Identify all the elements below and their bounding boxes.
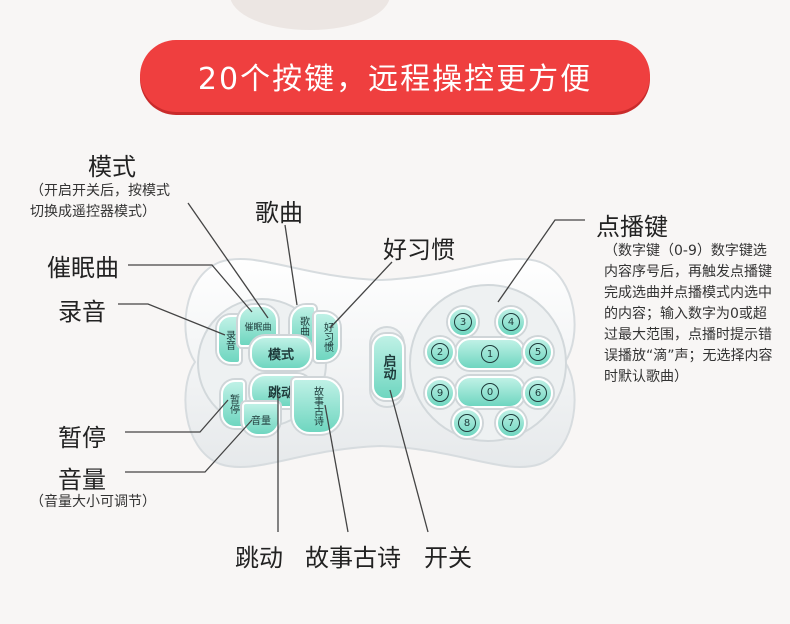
- label-volume-note: （音量大小可调节）: [30, 494, 156, 510]
- label-record: 录音: [58, 298, 106, 326]
- leader-mode: [187, 202, 269, 319]
- play-key-0[interactable]: 0: [456, 376, 524, 408]
- label-play: 点播键: [596, 213, 668, 241]
- leader-habit: [329, 261, 393, 329]
- number-8-button[interactable]: 8: [452, 408, 482, 438]
- number-3-button[interactable]: 3: [448, 307, 478, 337]
- number-6-label: 6: [529, 384, 547, 402]
- number-8-label: 8: [458, 414, 476, 432]
- label-power: 开关: [424, 544, 472, 572]
- leader-power: [389, 389, 429, 533]
- number-7-label: 7: [502, 414, 520, 432]
- story-poem-button[interactable]: 故事古诗: [292, 378, 342, 434]
- number-4-button[interactable]: 4: [496, 307, 526, 337]
- number-7-button[interactable]: 7: [496, 408, 526, 438]
- label-pause: 暂停: [58, 424, 106, 452]
- label-sleep: 催眠曲: [47, 254, 119, 282]
- number-1-label: 1: [481, 345, 499, 363]
- volume-button[interactable]: 音量: [242, 402, 280, 436]
- leader-story: [324, 404, 349, 533]
- leader-volume: [125, 419, 253, 473]
- label-mode-note-1: （开启开关后，按模式: [30, 183, 170, 199]
- label-story: 故事古诗: [305, 544, 401, 572]
- label-song: 歌曲: [255, 199, 303, 227]
- mode-button[interactable]: 模式: [250, 336, 312, 370]
- number-3-label: 3: [454, 313, 472, 331]
- number-2-label: 2: [431, 343, 449, 361]
- number-5-label: 5: [529, 343, 547, 361]
- headline-banner: 20个按键，远程操控更方便: [140, 40, 650, 112]
- habit-button[interactable]: 好习惯: [314, 312, 340, 362]
- number-9-button[interactable]: 9: [425, 378, 455, 408]
- label-mode: 模式: [88, 153, 136, 181]
- label-mode-note-2: 切换成遥控器模式）: [30, 204, 156, 220]
- label-play-note: （数字键（0-9）数字键选内容序号后，再触发点播键完成选曲并点播模式内选中的内容…: [604, 243, 773, 385]
- number-9-label: 9: [431, 384, 449, 402]
- label-jump: 跳动: [235, 544, 283, 572]
- number-2-button[interactable]: 2: [425, 337, 455, 367]
- number-5-button[interactable]: 5: [523, 337, 553, 367]
- headline-text: 20个按键，远程操控更方便: [197, 62, 593, 97]
- play-key-1[interactable]: 1: [456, 338, 524, 370]
- number-0-label: 0: [481, 383, 499, 401]
- start-button[interactable]: 启动: [372, 334, 404, 400]
- leader-record: [118, 303, 226, 336]
- label-habit: 好习惯: [383, 236, 455, 264]
- leader-song: [284, 224, 298, 306]
- leader-play: [497, 219, 585, 303]
- number-4-label: 4: [502, 313, 520, 331]
- number-6-button[interactable]: 6: [523, 378, 553, 408]
- leader-sleep: [128, 264, 253, 313]
- leader-pause: [125, 399, 229, 433]
- label-volume: 音量: [58, 466, 106, 494]
